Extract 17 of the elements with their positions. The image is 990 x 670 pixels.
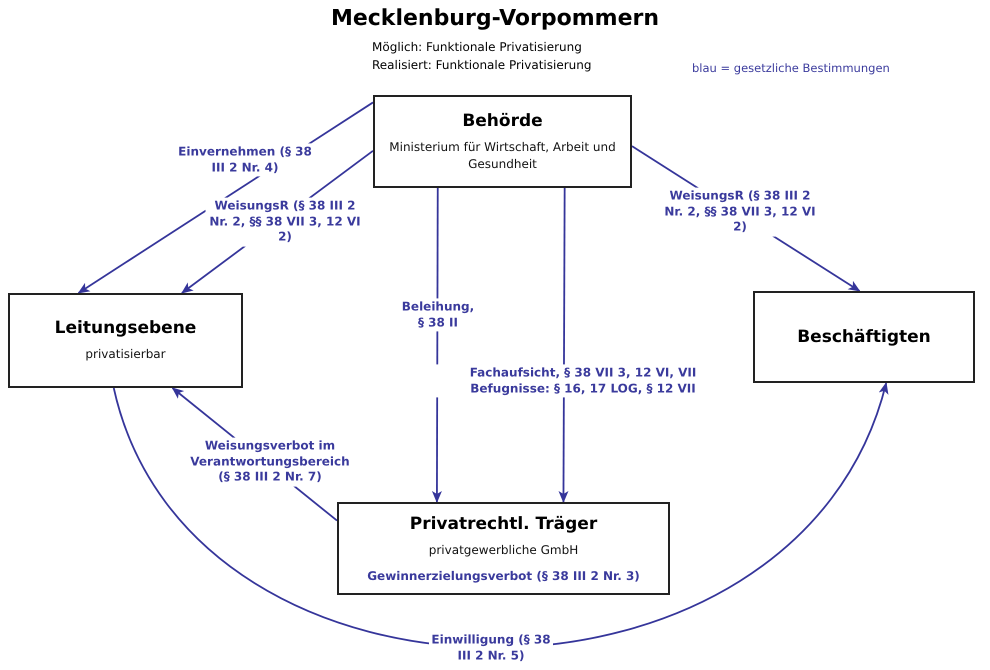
legal-note: Gewinnerzielungsverbot (§ 38 III 2 Nr. 3) bbox=[367, 568, 640, 583]
note-text: Realisiert: Funktionale Privatisierung bbox=[372, 58, 592, 72]
box-heading: Leitungsebene bbox=[54, 318, 196, 338]
note-text: Möglich: Funktionale Privatisierung bbox=[372, 40, 582, 54]
process-box bbox=[337, 502, 670, 595]
process-box bbox=[753, 291, 975, 383]
process-box bbox=[373, 95, 632, 188]
diagram-title: Mecklenburg-Vorpommern bbox=[330, 6, 660, 31]
box-heading: Privatrechtl. Träger bbox=[410, 514, 598, 534]
box-subtitle: privatgewerbliche GmbH bbox=[428, 542, 578, 559]
box-heading: Beschäftigten bbox=[797, 327, 931, 347]
arrow bbox=[558, 188, 568, 503]
legend-note: blau = gesetzliche Bestimmungen bbox=[692, 61, 890, 75]
box-subtitle: privatisierbar bbox=[85, 346, 166, 363]
process-box bbox=[8, 293, 243, 388]
box-heading: Behörde bbox=[462, 111, 543, 132]
box-subtitle: Ministerium für Wirtschaft, Arbeit und Gesundheit bbox=[388, 139, 617, 172]
